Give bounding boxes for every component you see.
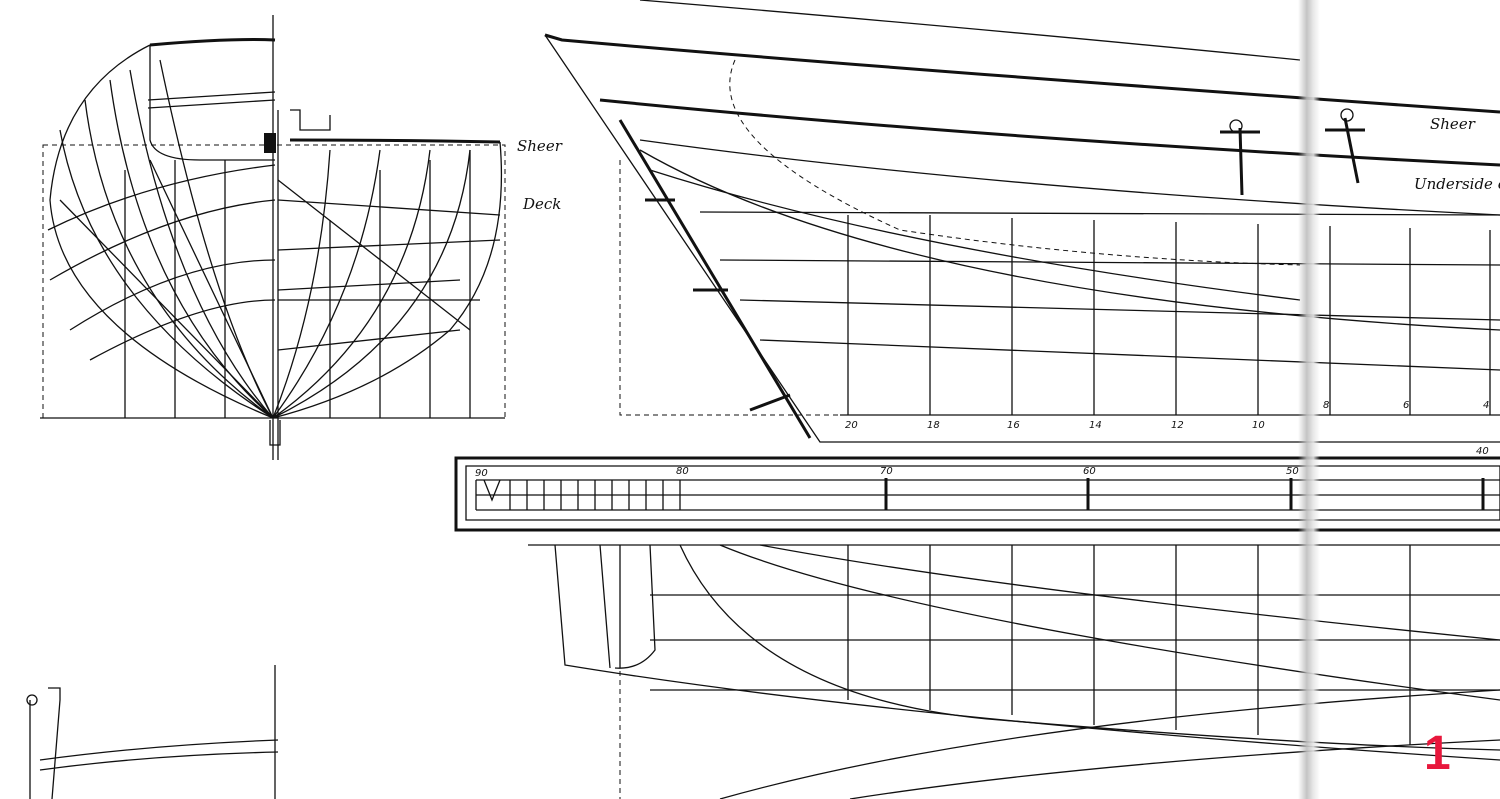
sheet-number: 1	[1424, 727, 1451, 780]
body-plan: Sheer Deck	[40, 15, 563, 460]
station-20: 20	[845, 420, 858, 431]
scale-90: 90	[475, 468, 488, 479]
station-8: 8	[1323, 400, 1329, 411]
station-10: 10	[1252, 420, 1265, 431]
profile-underside-label: Underside o	[1414, 175, 1500, 193]
body-deck-label: Deck	[522, 195, 561, 213]
scale-60: 60	[1083, 466, 1096, 477]
scale-50: 50	[1286, 466, 1299, 477]
body-sheer-label: Sheer	[517, 137, 563, 155]
profile-view: 20 18 16 14 12 10 8 6 4 Sheer Underside …	[544, 0, 1500, 443]
half-breadth-plan	[528, 544, 1500, 799]
station-4: 4	[1483, 400, 1489, 411]
station-12: 12	[1171, 420, 1184, 431]
scale-70: 70	[880, 466, 893, 477]
profile-sheer-label: Sheer	[1430, 115, 1476, 133]
station-numbers: 20 18 16 14 12 10 8 6 4	[845, 400, 1489, 431]
scale-bar: 90 80 70 60 50 40	[454, 446, 1500, 532]
deck-detail	[26, 665, 279, 799]
scale-40: 40	[1476, 446, 1489, 457]
station-18: 18	[927, 420, 940, 431]
station-6: 6	[1403, 400, 1409, 411]
station-14: 14	[1089, 420, 1102, 431]
scale-80: 80	[676, 466, 689, 477]
station-16: 16	[1007, 420, 1020, 431]
page-fold-shadow	[1298, 0, 1320, 799]
